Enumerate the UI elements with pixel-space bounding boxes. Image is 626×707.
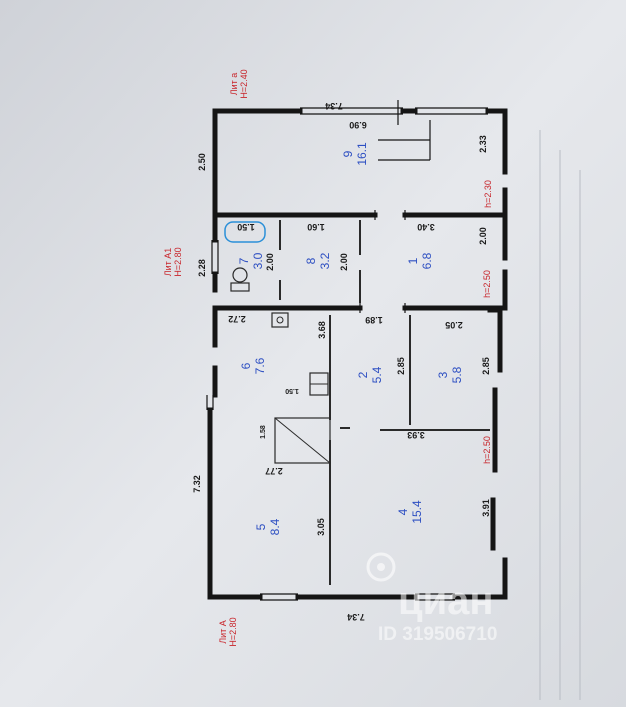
lit-a-height: H=2.80 (228, 617, 238, 646)
lit-a1-height: H=2.80 (173, 247, 183, 276)
dim-left-2-28: 2.28 (197, 259, 207, 277)
room-5-label: 5 8.4 (254, 518, 282, 535)
dim-right-2-33: 2.33 (478, 135, 488, 153)
room-4-label: 4 15.4 (396, 500, 424, 524)
room-3-label: 3 5.8 (436, 366, 464, 383)
dim-left-7-32: 7.32 (192, 475, 202, 493)
room-7-label: 7 3.0 (237, 252, 265, 269)
room-5-area: 8.4 (268, 518, 282, 535)
cian-watermark: циан ID 319506710 (366, 552, 497, 645)
h-mark-2-30: h=2.30 (483, 180, 493, 208)
dim-top-7-34: 7.34 (325, 101, 343, 111)
dim-3-93: 3.93 (407, 430, 425, 440)
interior-partitions (212, 100, 508, 585)
room-labels: 9 16.1 7 3.0 8 3.2 1 6.8 6 7.6 2 5.4 3 5… (237, 142, 464, 535)
room-4-area: 15.4 (410, 500, 424, 524)
faint-print-lines (539, 130, 581, 700)
room-5-number: 5 (254, 523, 268, 530)
dim-6-90: 6.90 (349, 120, 367, 130)
dim-right-3-91: 3.91 (481, 499, 491, 517)
room-3-area: 5.8 (450, 366, 464, 383)
room-4-number: 4 (396, 508, 410, 515)
bathtub-fixture (224, 221, 266, 243)
dim-3-05: 3.05 (316, 518, 326, 536)
room-6-number: 6 (239, 362, 253, 369)
dim-1-50b: 1.50 (285, 387, 299, 394)
stairs-fixture (274, 417, 331, 464)
chimney-fixture (309, 372, 329, 396)
room-8-area: 3.2 (318, 252, 332, 269)
dim-2-72: 2.72 (228, 314, 246, 324)
stove-fixture (271, 312, 289, 328)
dim-1-60: 1.60 (307, 222, 325, 232)
dim-2-77: 2.77 (265, 466, 283, 476)
room-3-number: 3 (436, 371, 450, 378)
room-2-number: 2 (356, 371, 370, 378)
dim-3-68: 3.68 (317, 321, 327, 339)
dim-3-40: 3.40 (417, 222, 435, 232)
dim-1-58: 1.58 (260, 425, 267, 439)
dim-left-2-50: 2.50 (197, 153, 207, 171)
room-9-label: 9 16.1 (341, 142, 369, 166)
lit-a-name: Лит А (218, 620, 228, 644)
dim-1-50: 1.50 (237, 222, 255, 232)
room-1-area: 6.8 (420, 252, 434, 269)
room-6-area: 7.6 (253, 357, 267, 374)
dim-right-2-05: 2.05 (445, 320, 463, 330)
room-9-number: 9 (341, 150, 355, 157)
lit-a1-name: Лит А1 (163, 248, 173, 277)
dimension-labels: 7.34 7.34 2.33 2.00 2.05 2.85 3.91 2.50 … (192, 101, 491, 622)
window-openings (206, 107, 488, 601)
dim-1-89: 1.89 (365, 315, 383, 325)
cian-logo-icon (366, 552, 396, 582)
lit-a-small-height: H=2.40 (239, 69, 249, 98)
lit-a-label: Лит А H=2.80 (218, 617, 238, 646)
room-1-number: 1 (406, 257, 420, 264)
room-7-number: 7 (237, 257, 251, 264)
room-1-label: 1 6.8 (406, 252, 434, 269)
room-8-label: 8 3.2 (304, 252, 332, 269)
lit-labels: Лит а H=2.40 Лит А1 H=2.80 Лит А H=2.80 … (163, 69, 493, 646)
lit-a1-label: Лит А1 H=2.80 (163, 247, 183, 276)
toilet-fixture (230, 267, 250, 292)
room-9-area: 16.1 (355, 142, 369, 166)
room-8-number: 8 (304, 257, 318, 264)
dim-2-85-inner: 2.85 (396, 357, 406, 375)
watermark-id: ID 319506710 (378, 624, 497, 645)
room-2-label: 2 5.4 (356, 366, 384, 383)
h-mark-2-50-top: h=2.50 (482, 270, 492, 298)
watermark-brand: циан (398, 579, 494, 623)
room-2-area: 5.4 (370, 366, 384, 383)
dim-right-2-85: 2.85 (481, 357, 491, 375)
room-6-label: 6 7.6 (239, 357, 267, 374)
room-7-area: 3.0 (251, 252, 265, 269)
dim-2-00a: 2.00 (265, 253, 275, 271)
dim-2-00b: 2.00 (339, 253, 349, 271)
lit-a-small-label: Лит а H=2.40 (229, 69, 249, 98)
lit-a-small-name: Лит а (229, 73, 239, 96)
h-mark-2-50-bottom: h=2.50 (482, 436, 492, 464)
exterior-walls (207, 108, 508, 600)
dim-bottom-7-34: 7.34 (347, 612, 365, 622)
dim-right-2-00: 2.00 (478, 227, 488, 245)
